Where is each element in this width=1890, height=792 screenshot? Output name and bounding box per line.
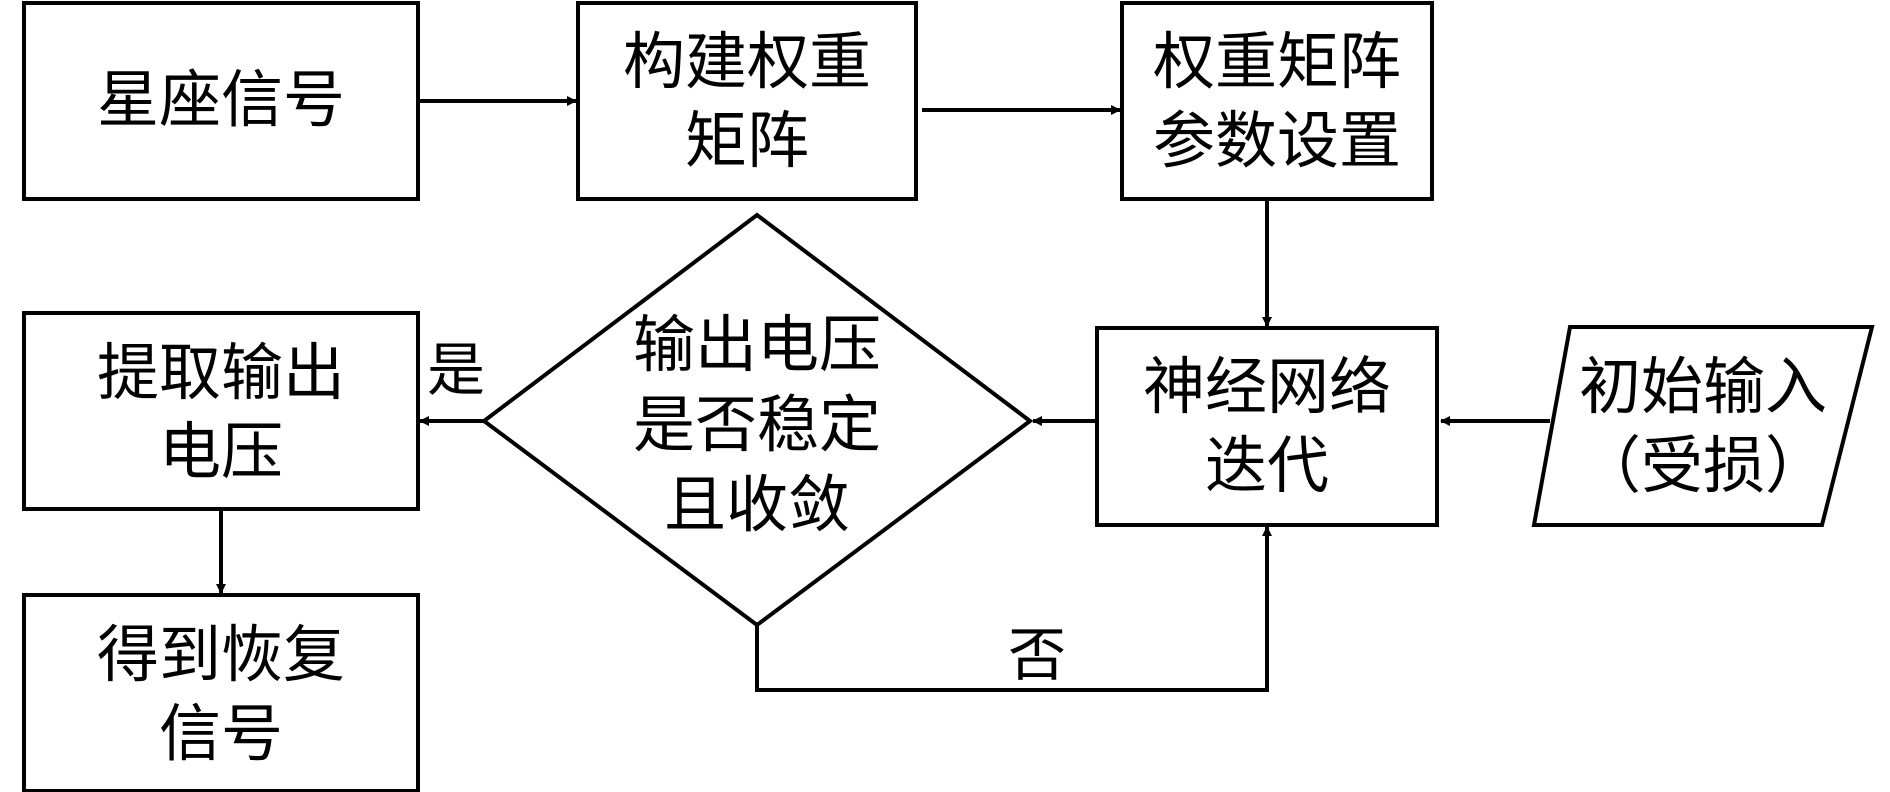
node-recovered-signal: 得到恢复 信号 — [22, 593, 420, 792]
node-weight-matrix-params-line-1: 权重矩阵 — [1153, 25, 1401, 98]
node-build-weight-matrix: 构建权重 矩阵 — [576, 1, 918, 201]
node-weight-matrix-params: 权重矩阵 参数设置 — [1120, 1, 1434, 201]
node-extract-voltage-line-1: 提取输出 — [97, 336, 345, 409]
edge-label-yes: 是 — [427, 336, 485, 404]
edge-label-no: 否 — [1008, 621, 1066, 689]
node-convergence-check-line-2: 是否稳定 — [633, 388, 881, 461]
node-constellation-signal-line-1: 星座信号 — [97, 63, 345, 136]
node-recovered-signal-line-1: 得到恢复 — [97, 618, 345, 691]
node-convergence-check-line-3: 且收敛 — [664, 468, 850, 541]
node-weight-matrix-params-line-2: 参数设置 — [1153, 104, 1401, 177]
node-initial-input: 初始输入 （受损） — [1531, 325, 1875, 527]
node-build-weight-matrix-line-2: 矩阵 — [685, 104, 809, 177]
arrow-decision-no-loop — [755, 526, 1272, 692]
node-nn-iteration-line-2: 迭代 — [1205, 429, 1329, 502]
node-initial-input-line-2: （受损） — [1579, 429, 1827, 502]
node-convergence-check: 输出电压 是否稳定 且收敛 — [480, 212, 1034, 628]
node-nn-iteration-line-1: 神经网络 — [1143, 350, 1391, 423]
node-recovered-signal-line-2: 信号 — [159, 697, 283, 770]
node-extract-voltage: 提取输出 电压 — [22, 311, 420, 511]
node-initial-input-line-1: 初始输入 — [1579, 350, 1827, 423]
node-constellation-signal: 星座信号 — [22, 1, 420, 201]
node-build-weight-matrix-line-1: 构建权重 — [623, 25, 871, 98]
node-nn-iteration: 神经网络 迭代 — [1095, 326, 1439, 527]
node-extract-voltage-line-2: 电压 — [159, 415, 283, 488]
node-convergence-check-line-1: 输出电压 — [633, 308, 881, 381]
